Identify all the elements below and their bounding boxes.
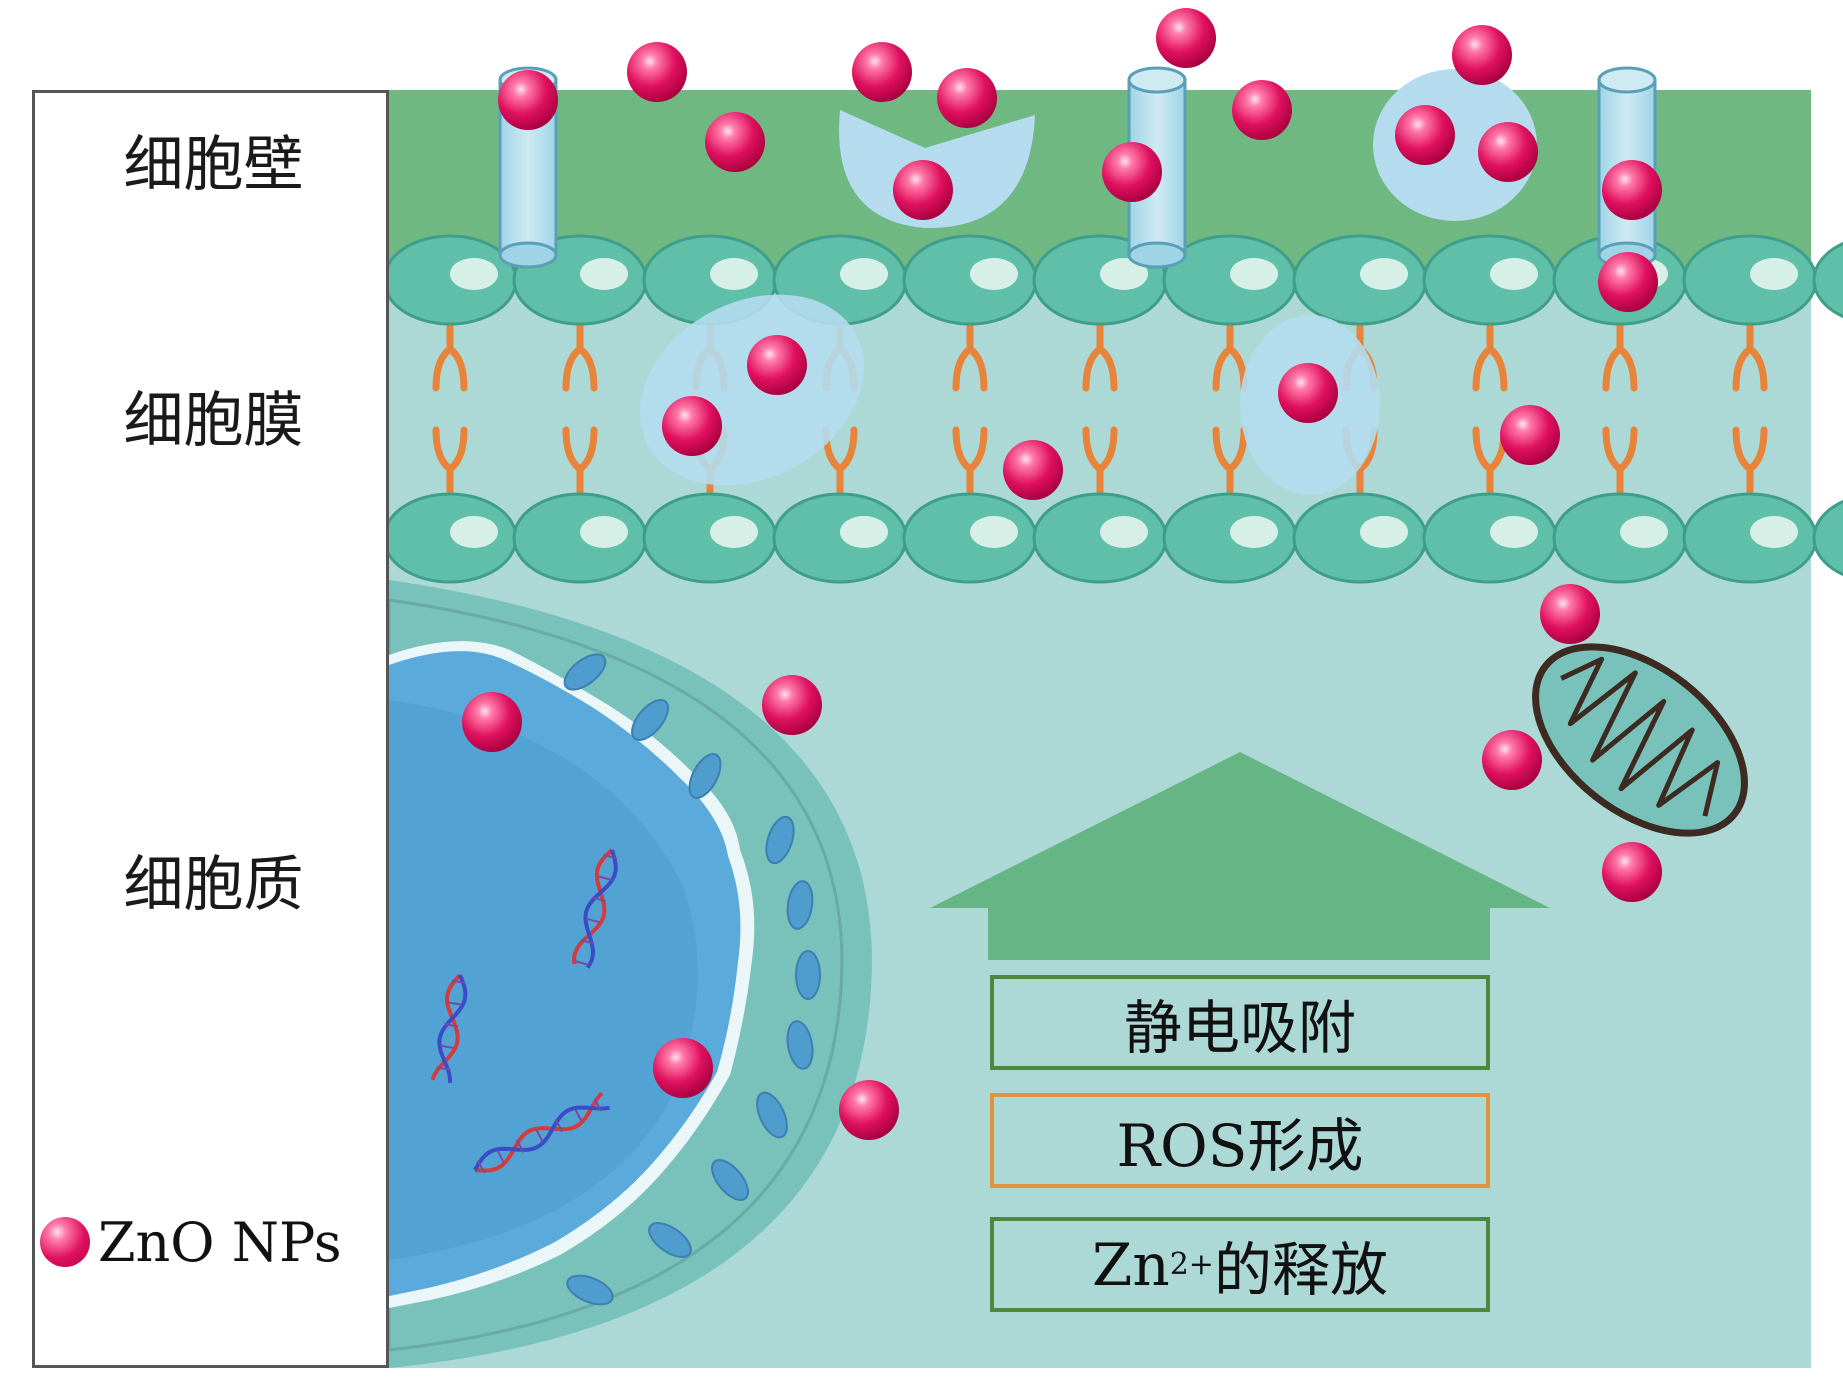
mechanism-label: 静电吸附 xyxy=(1124,981,1356,1065)
nanoparticle-icon xyxy=(1395,105,1455,165)
nanoparticle-icon xyxy=(1482,730,1542,790)
nanoparticle-icon xyxy=(462,692,522,752)
nanoparticle-icon xyxy=(498,70,558,130)
nanoparticle-icon xyxy=(1540,584,1600,644)
nanoparticle-icon xyxy=(627,42,687,102)
mechanism-label-base: Zn xyxy=(1092,1231,1170,1299)
mechanism-ros-formation: ROS形成 xyxy=(990,1093,1490,1188)
nanoparticle-icon xyxy=(653,1038,713,1098)
nanoparticle-icon xyxy=(893,160,953,220)
mechanism-label: ROS形成 xyxy=(1117,1099,1364,1183)
legend-panel: 细胞壁 细胞膜 细胞质 xyxy=(32,90,389,1368)
mechanism-electrostatic-adsorption: 静电吸附 xyxy=(990,975,1490,1070)
nanoparticle-icon xyxy=(762,675,822,735)
nanoparticle-icon xyxy=(1452,25,1512,85)
nanoparticle-icon xyxy=(1003,440,1063,500)
phospholipid xyxy=(1814,430,1843,582)
label-cell-membrane: 细胞膜 xyxy=(35,391,392,451)
nanoparticle-icon xyxy=(1478,122,1538,182)
nuclear-pore xyxy=(796,951,820,999)
nanoparticle-icon xyxy=(705,112,765,172)
nanoparticle-icon xyxy=(1278,363,1338,423)
nanoparticle-icon xyxy=(1602,842,1662,902)
nanoparticle-icon xyxy=(1102,142,1162,202)
nanoparticle-icon xyxy=(1232,80,1292,140)
nanoparticle-icon xyxy=(40,1217,90,1267)
nanoparticle-icon xyxy=(1500,405,1560,465)
nanoparticle-icon xyxy=(1156,8,1216,68)
nanoparticle-icon xyxy=(839,1080,899,1140)
phospholipid xyxy=(1814,236,1843,388)
nanoparticle-icon xyxy=(1602,160,1662,220)
mechanism-label-rest: 的释放 xyxy=(1214,1223,1388,1307)
legend-key-label: ZnO NPs xyxy=(98,1211,342,1274)
label-cytoplasm: 细胞质 xyxy=(35,855,392,915)
nanoparticle-icon xyxy=(662,396,722,456)
nanoparticle-icon xyxy=(852,42,912,102)
label-cell-wall: 细胞壁 xyxy=(35,135,392,195)
nanoparticle-icon xyxy=(747,335,807,395)
legend-key: ZnO NPs xyxy=(40,1207,342,1277)
nanoparticle-icon xyxy=(1598,252,1658,312)
nanoparticle-icon xyxy=(937,68,997,128)
